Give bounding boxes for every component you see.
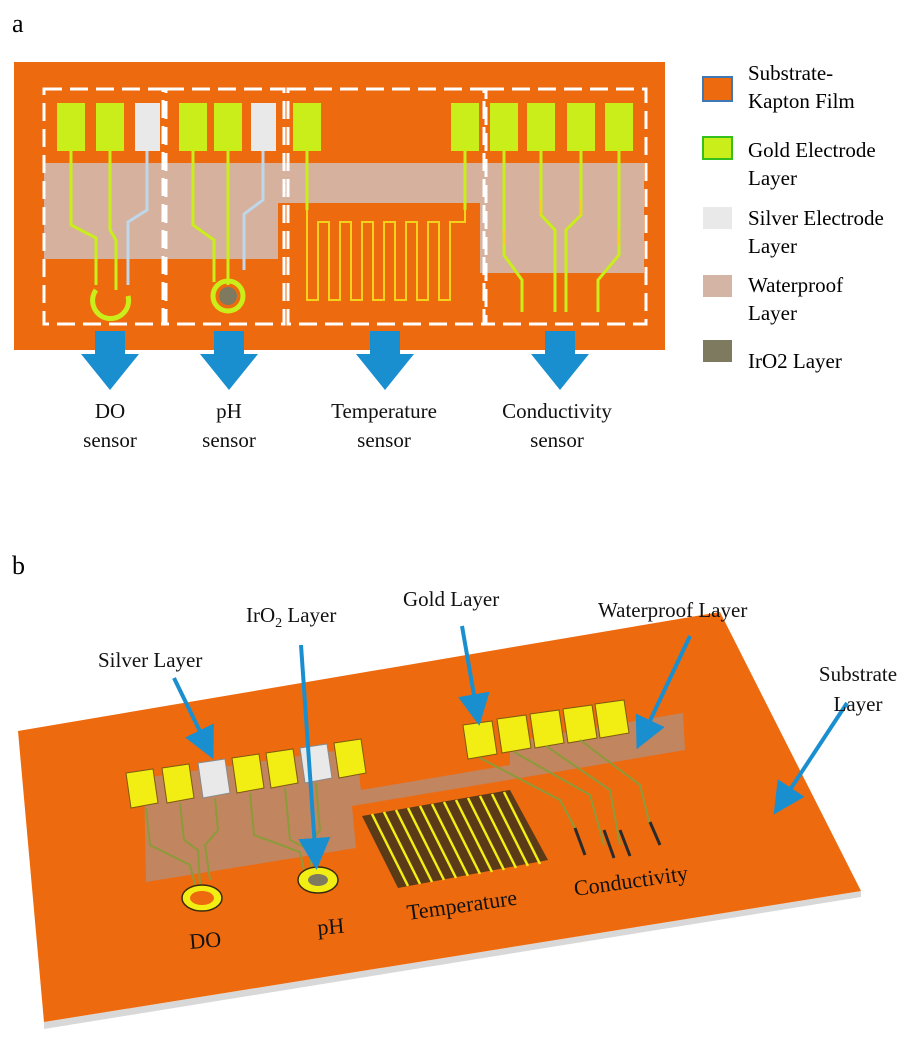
do-sensor-block <box>57 103 160 321</box>
conductivity-frame <box>484 87 648 326</box>
temperature-sensor-block <box>293 103 479 301</box>
do-ring <box>90 288 132 321</box>
temp-gold-pad-2 <box>451 103 479 151</box>
gold-arrow <box>458 625 490 726</box>
panel-a-sensor-labels: DO sensor pH sensor Temperature sensor C… <box>83 399 612 452</box>
silver-arrow <box>172 677 214 760</box>
legend-silver-line2: Layer <box>748 234 797 258</box>
panel-a-arrows <box>81 331 589 390</box>
conductivity-label-2: sensor <box>530 428 584 452</box>
ph-silver-pad <box>251 103 276 151</box>
legend-gold-line2: Layer <box>748 166 797 190</box>
legend-swatch-silver <box>703 207 732 229</box>
cond-gold-pad-3 <box>567 103 595 151</box>
do-gold-pad-1 <box>57 103 85 151</box>
ph-gold-pad-2 <box>214 103 242 151</box>
legend-swatch-substrate <box>702 76 733 102</box>
ph-iro2-dot <box>219 287 237 305</box>
conductivity-traces-3d <box>479 739 651 846</box>
temp-gold-pad-1 <box>293 103 321 151</box>
panel-b-label: b <box>12 551 25 580</box>
legend-waterproof-line1: Waterproof <box>748 273 843 297</box>
legend-waterproof-line2: Layer <box>748 301 797 325</box>
waterproof-bridge <box>278 163 480 203</box>
iro2-layer-label: IrO2 Layer <box>246 603 336 631</box>
ph-label-1: pH <box>216 399 242 423</box>
legend-swatch-gold <box>702 136 733 160</box>
do-arrow <box>81 331 139 390</box>
waterproof-shape-3d <box>144 713 685 882</box>
waterproof-right <box>480 163 644 273</box>
legend-substrate-line1: Substrate- <box>748 61 833 85</box>
module-frames <box>42 87 648 326</box>
ph-gold-pad-1 <box>179 103 207 151</box>
ph-3d-label: pH <box>316 913 345 940</box>
conductivity-arrow <box>531 331 589 390</box>
silver-layer-label: Silver Layer <box>98 648 202 672</box>
cond-gold-pad-1 <box>490 103 518 151</box>
waterproof-layer-label: Waterproof Layer <box>598 598 747 622</box>
legend-swatch-waterproof <box>703 275 732 297</box>
conductivity-pins-3d <box>573 821 662 859</box>
conductivity-label-1: Conductivity <box>502 399 612 423</box>
legend-swatch-iro2 <box>703 340 732 362</box>
temperature-label-1: Temperature <box>331 399 437 423</box>
do-label-2: sensor <box>83 428 137 452</box>
ph-frame <box>164 87 286 326</box>
gold-layer-label: Gold Layer <box>403 587 499 611</box>
panel-a-chip <box>14 62 665 350</box>
do-gold-pad-2 <box>96 103 124 151</box>
panel-a-label: a <box>12 9 24 38</box>
ph-arrow <box>200 331 258 390</box>
right-pads-3d <box>462 699 630 760</box>
cond-gold-pad-4 <box>605 103 633 151</box>
do-label-1: DO <box>95 399 125 423</box>
panel-b-board <box>18 612 861 1029</box>
temperature-frame <box>286 87 486 326</box>
waterproof-left <box>44 163 278 259</box>
panel-b-callouts: Silver Layer IrO2 Layer Gold Layer Water… <box>98 587 897 716</box>
substrate-layer-label-2: Layer <box>834 692 883 716</box>
cond-gold-pad-2 <box>527 103 555 151</box>
legend: Substrate- Kapton Film Gold Electrode La… <box>702 61 884 373</box>
temp-meander <box>306 210 466 301</box>
waterproof-arrow <box>635 635 692 750</box>
legend-iro2-line1: IrO2 Layer <box>748 349 842 373</box>
substrate-arrow <box>773 701 849 815</box>
legend-substrate-line2: Kapton Film <box>748 89 855 113</box>
temperature-arrow <box>356 331 414 390</box>
do-3d-label: DO <box>188 926 222 954</box>
panel-b-callout-arrows <box>172 625 849 870</box>
substrate-layer-label-1: Substrate <box>819 662 897 686</box>
do-frame <box>42 87 165 326</box>
temperature-comb-3d <box>362 790 548 888</box>
ring-electrodes-3d <box>181 866 339 912</box>
ph-sensor-block <box>179 103 276 314</box>
legend-gold-line1: Gold Electrode <box>748 138 876 162</box>
conductivity-sensor-block <box>490 103 633 312</box>
ph-ring <box>210 278 246 314</box>
do-silver-pad <box>135 103 160 151</box>
temperature-label-2: sensor <box>357 428 411 452</box>
ph-label-2: sensor <box>202 428 256 452</box>
legend-silver-line1: Silver Electrode <box>748 206 884 230</box>
iro2-arrow <box>298 644 331 870</box>
